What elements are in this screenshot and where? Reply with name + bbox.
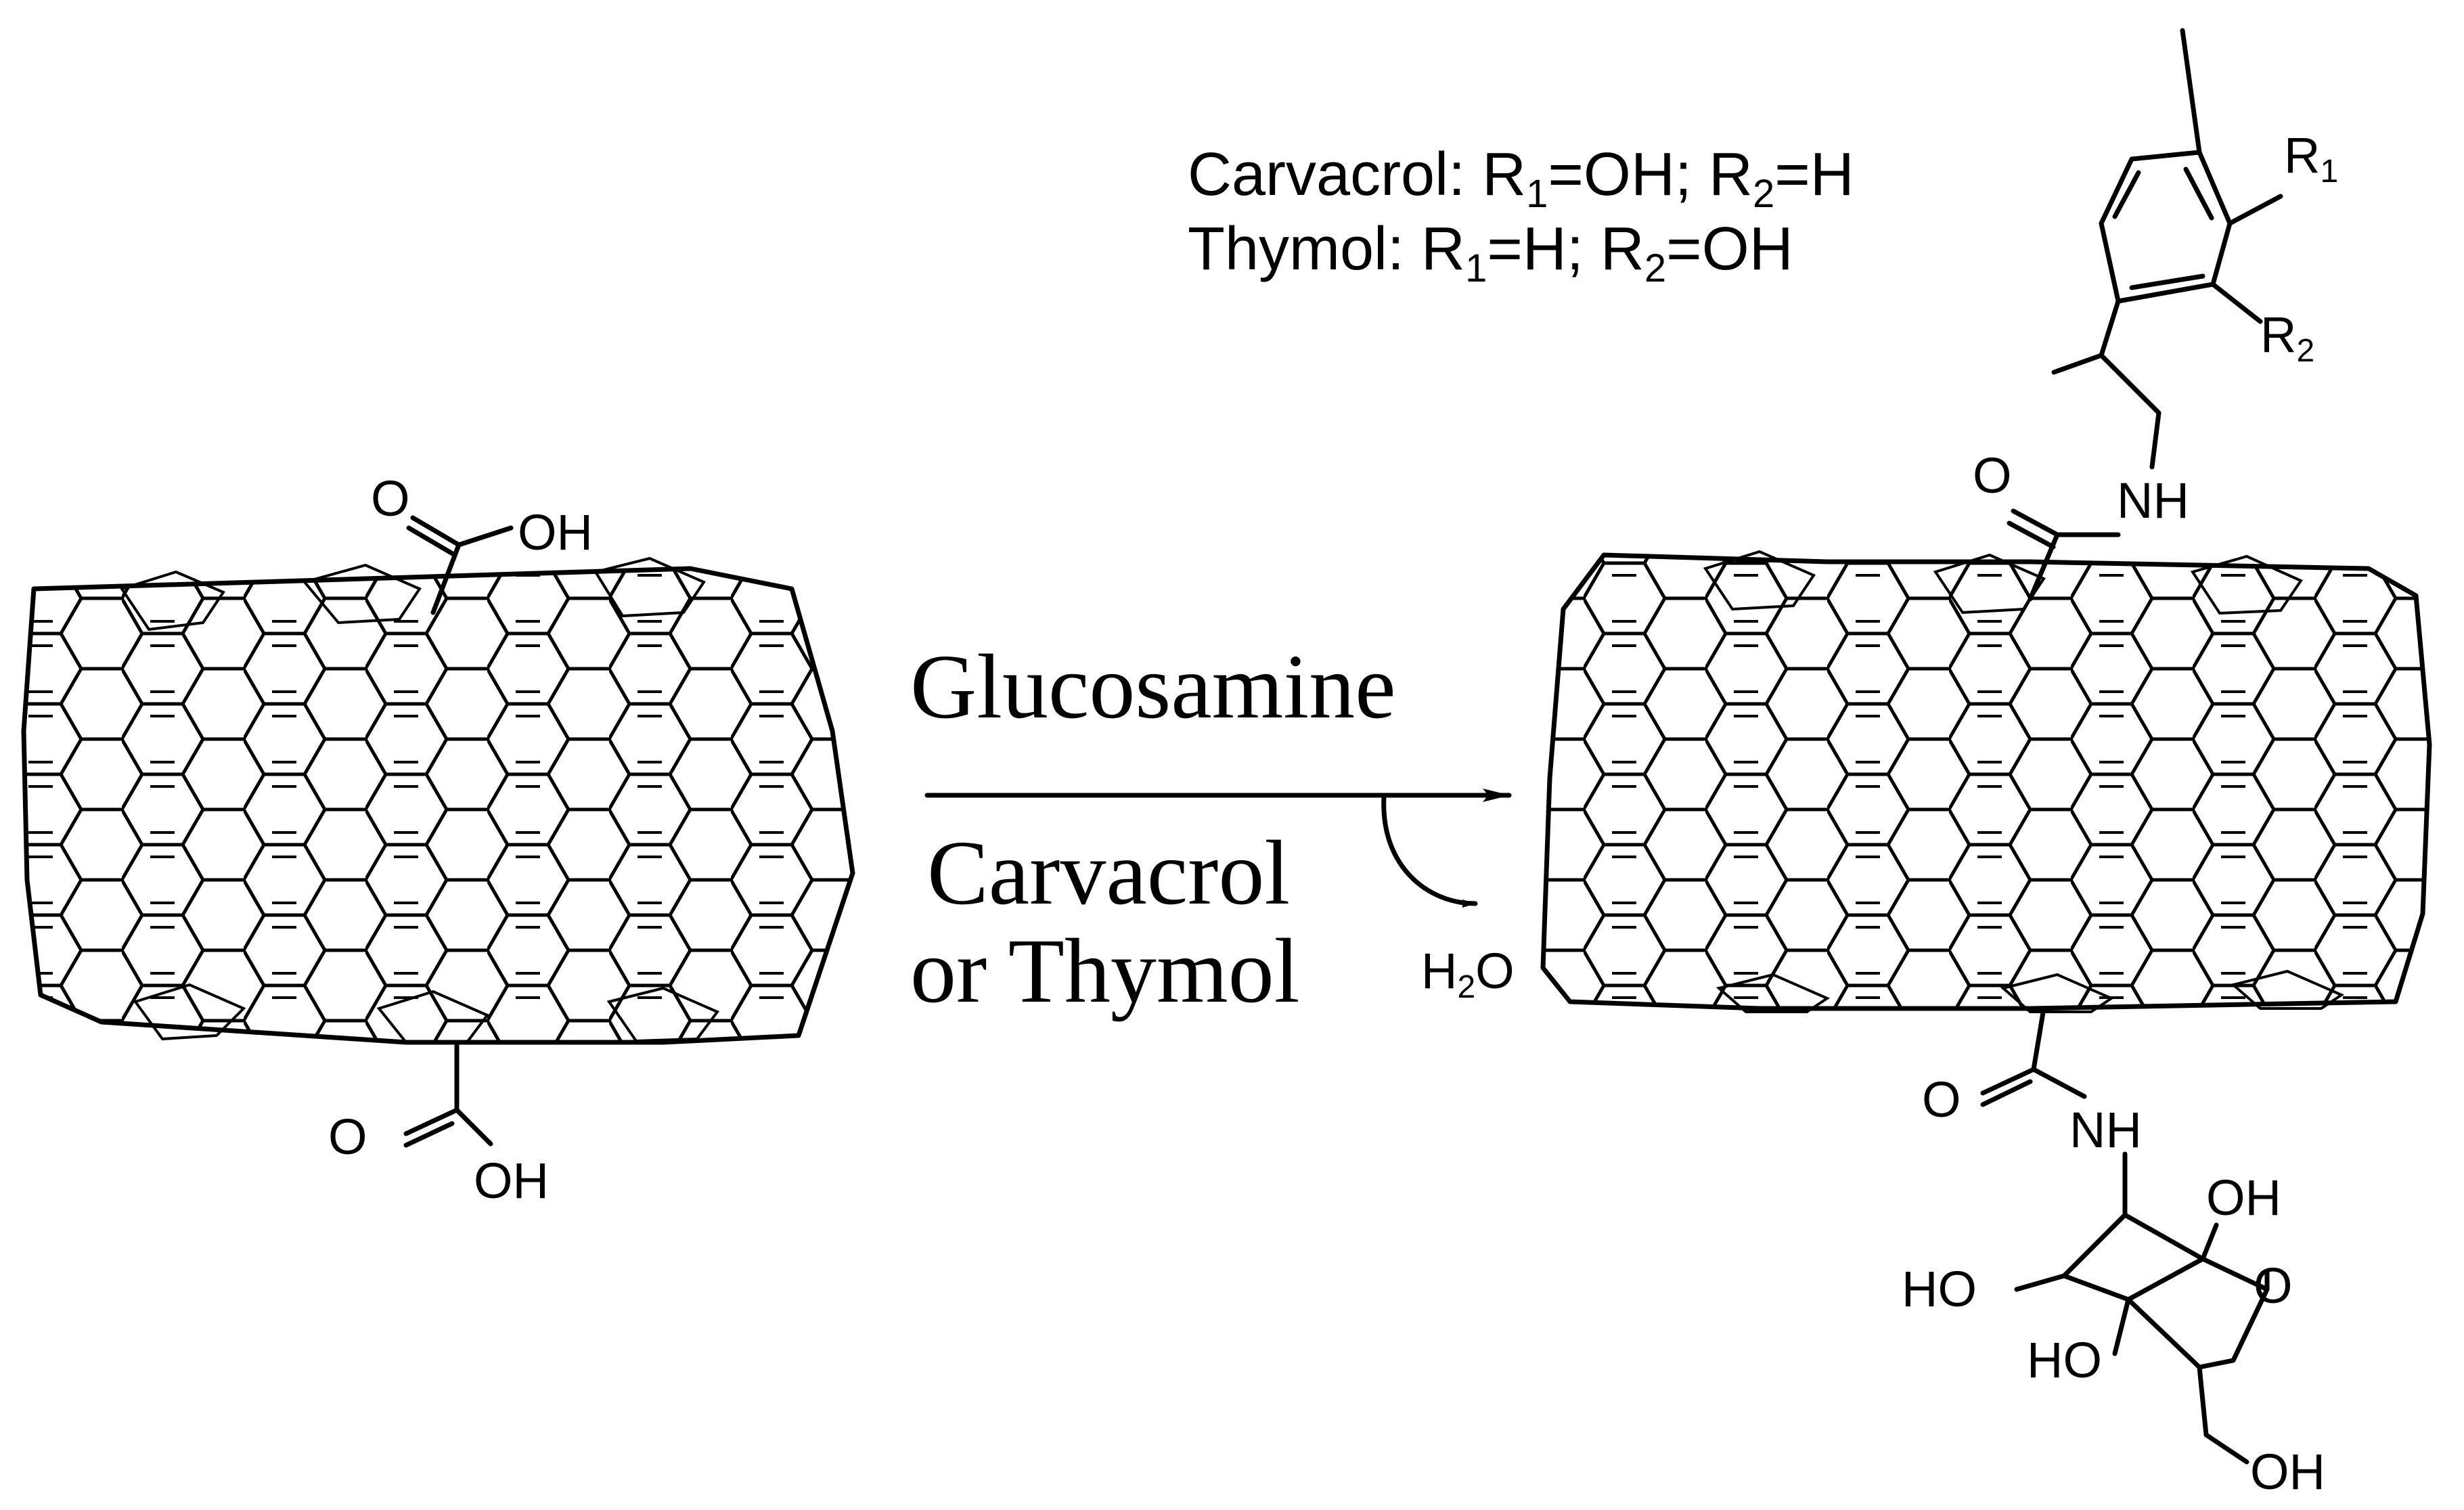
byproduct-water: H2O — [1421, 943, 1515, 1005]
product-r1: R1 — [2284, 127, 2338, 190]
product-bottom-amide: O NH — [1922, 1006, 2142, 1218]
byproduct-o: O — [1475, 943, 1515, 999]
product-top-nh: NH — [2117, 472, 2189, 529]
reactant-top-rim — [119, 556, 706, 631]
product-aryl-ring: R1 R2 — [2099, 28, 2338, 369]
product-r2: R2 — [2260, 307, 2314, 369]
byproduct-curved-arrow — [1381, 795, 1478, 908]
reactant-top-carboxyl: O OH — [371, 470, 593, 615]
sugar-oh-top: OH — [2206, 1170, 2281, 1226]
sugar-oh-bottom: OH — [2250, 1444, 2325, 1500]
reactant-bottom-oh: OH — [474, 1153, 549, 1209]
product-bottom-rim — [1716, 969, 2345, 1013]
byproduct-h: H — [1421, 943, 1457, 999]
byproduct-sub: 2 — [1457, 969, 1475, 1005]
product-glucosamine-ring: OH HO O HO OH — [1902, 1170, 2325, 1500]
sugar-ring-o: O — [2254, 1258, 2293, 1314]
reactant-tube-outline — [21, 566, 855, 1045]
substituent-legend: Carvacrol: R1=OH; R2=H Thymol: R1=H; R2=… — [1188, 141, 1854, 290]
sugar-ho-mid: HO — [2027, 1332, 2102, 1388]
product-nanotube — [1540, 550, 2432, 1013]
reactant-bottom-carbonyl-o: O — [328, 1109, 367, 1165]
reaction-arrow-group: Glucosamine Carvacrol or Thymol H2O — [910, 636, 1515, 1022]
product-bottom-carbonyl-o: O — [1922, 1071, 1961, 1128]
reactant-bottom-rim — [133, 983, 720, 1044]
reagent-bottom-line2: or Thymol — [910, 920, 1299, 1022]
legend-thymol: Thymol: R1=H; R2=OH — [1188, 215, 1793, 290]
reactant-top-oh: OH — [518, 504, 593, 560]
product-top-carbonyl-o: O — [1973, 447, 2012, 504]
product-tube-outline — [1540, 552, 2432, 1011]
legend-carvacrol: Carvacrol: R1=OH; R2=H — [1188, 141, 1854, 216]
reactant-bottom-carboxyl: O OH — [328, 1043, 549, 1209]
product-bottom-nh: NH — [2069, 1102, 2142, 1158]
reactant-nanotube — [21, 556, 855, 1045]
product-top-amide: O NH — [1973, 298, 2189, 602]
sugar-ho-left: HO — [1902, 1261, 1977, 1317]
reagent-top: Glucosamine — [910, 636, 1396, 738]
reagent-bottom-line1: Carvacrol — [927, 822, 1290, 924]
reactant-top-carbonyl-o: O — [371, 470, 410, 527]
